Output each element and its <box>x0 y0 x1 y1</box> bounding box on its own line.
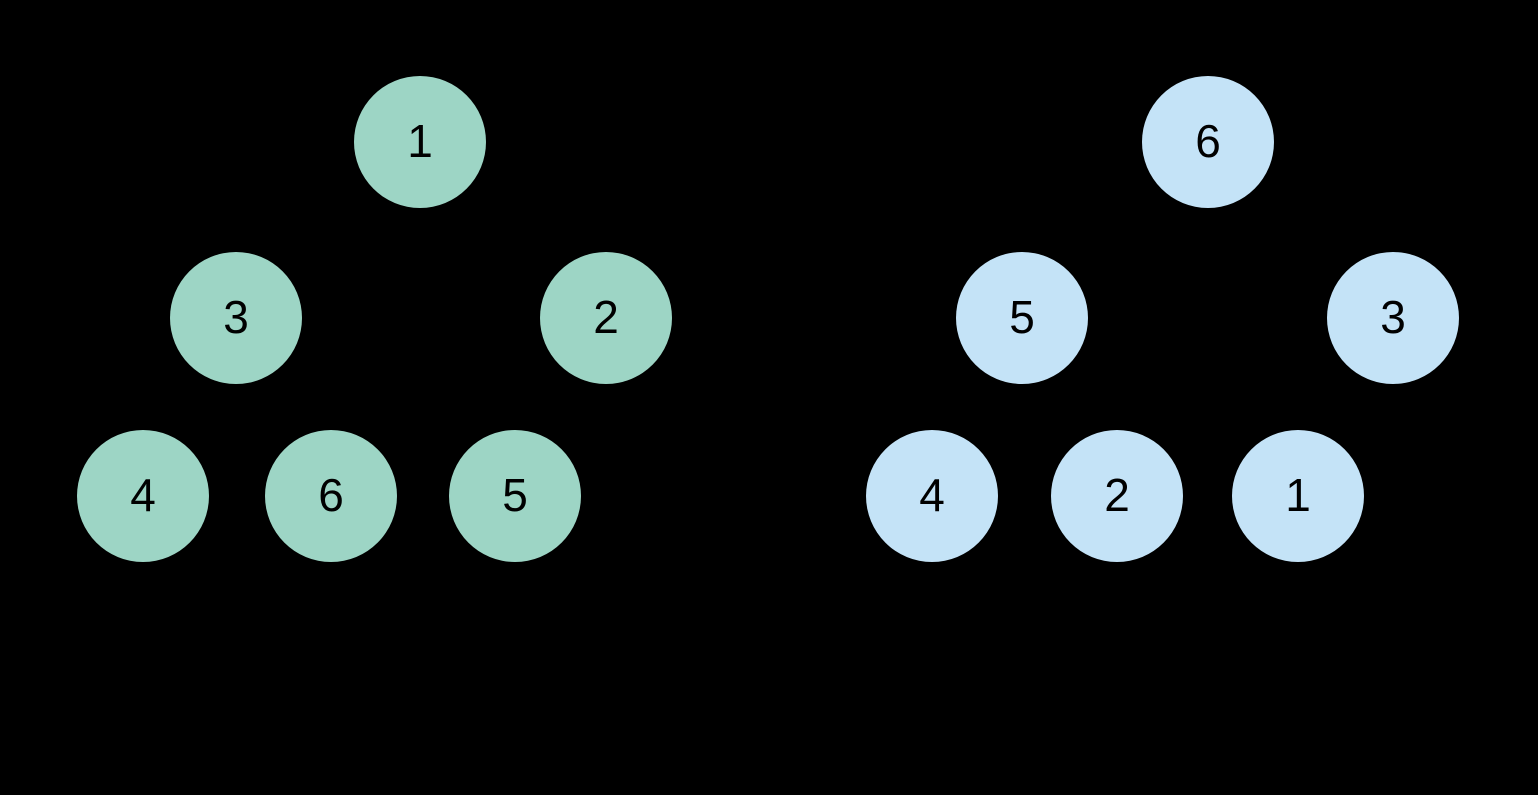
tree-node[interactable]: 4 <box>866 430 998 562</box>
tree-node[interactable]: 5 <box>449 430 581 562</box>
tree-node-label: 3 <box>223 291 249 343</box>
tree-node-label: 5 <box>502 469 528 521</box>
tree-node-label: 2 <box>1104 469 1130 521</box>
tree-node-label: 4 <box>130 469 156 521</box>
tree-node[interactable]: 3 <box>1327 252 1459 384</box>
tree-node-label: 5 <box>1009 291 1035 343</box>
tree-node[interactable]: 3 <box>170 252 302 384</box>
tree-node[interactable]: 5 <box>956 252 1088 384</box>
tree-node-label: 1 <box>407 115 433 167</box>
tree-node-label: 4 <box>919 469 945 521</box>
tree-node-label: 6 <box>318 469 344 521</box>
tree-node[interactable]: 6 <box>265 430 397 562</box>
tree-node[interactable]: 1 <box>354 76 486 208</box>
tree-node-label: 2 <box>593 291 619 343</box>
tree-node-label: 3 <box>1380 291 1406 343</box>
tree-node[interactable]: 6 <box>1142 76 1274 208</box>
tree-node-label: 6 <box>1195 115 1221 167</box>
tree-node[interactable]: 2 <box>1051 430 1183 562</box>
tree-node[interactable]: 1 <box>1232 430 1364 562</box>
tree-node[interactable]: 4 <box>77 430 209 562</box>
tree-node[interactable]: 2 <box>540 252 672 384</box>
tree-node-label: 1 <box>1285 469 1311 521</box>
